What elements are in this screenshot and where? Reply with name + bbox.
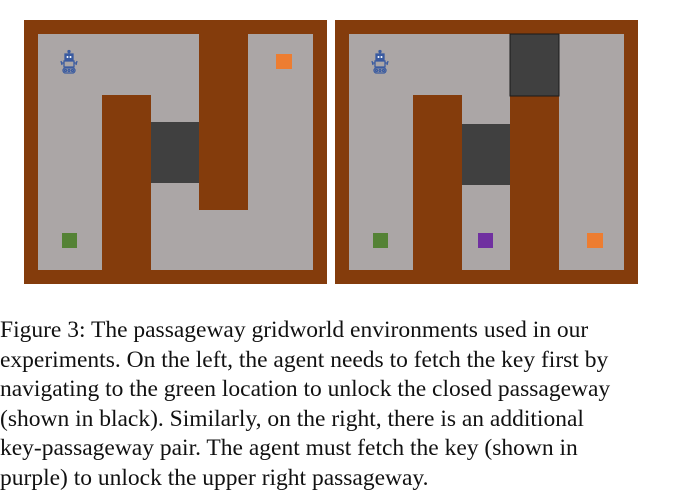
right-environment [335,20,638,284]
purple-key [478,233,493,248]
inner-wall-right [510,96,559,270]
caption-line: Figure 3: The passageway gridworld envir… [0,317,589,343]
upper-right-passageway [509,33,560,97]
caption-line: (shown in black). Similarly, on the righ… [0,405,584,432]
caption-line: experiments. On the left, the agent need… [0,346,609,373]
inner-wall-left [413,95,462,270]
green-key [373,233,388,248]
caption-line: key-passageway pair. The agent must fetc… [0,435,578,461]
robot-icon [371,49,389,74]
closed-passageway [151,122,199,183]
caption-line: purple) to unlock the upper right passag… [0,464,429,491]
caption-line: navigating to the green location to unlo… [0,376,611,402]
inner-wall-right [199,34,248,210]
closed-passageway [462,124,510,185]
inner-wall-left [102,95,151,270]
figure [24,20,638,284]
figure-caption: Figure 3: The passageway gridworld envir… [0,316,684,493]
robot-icon [60,49,78,74]
left-environment [24,20,327,284]
orange-goal [276,54,292,69]
orange-goal [587,233,603,248]
green-key [62,233,77,248]
